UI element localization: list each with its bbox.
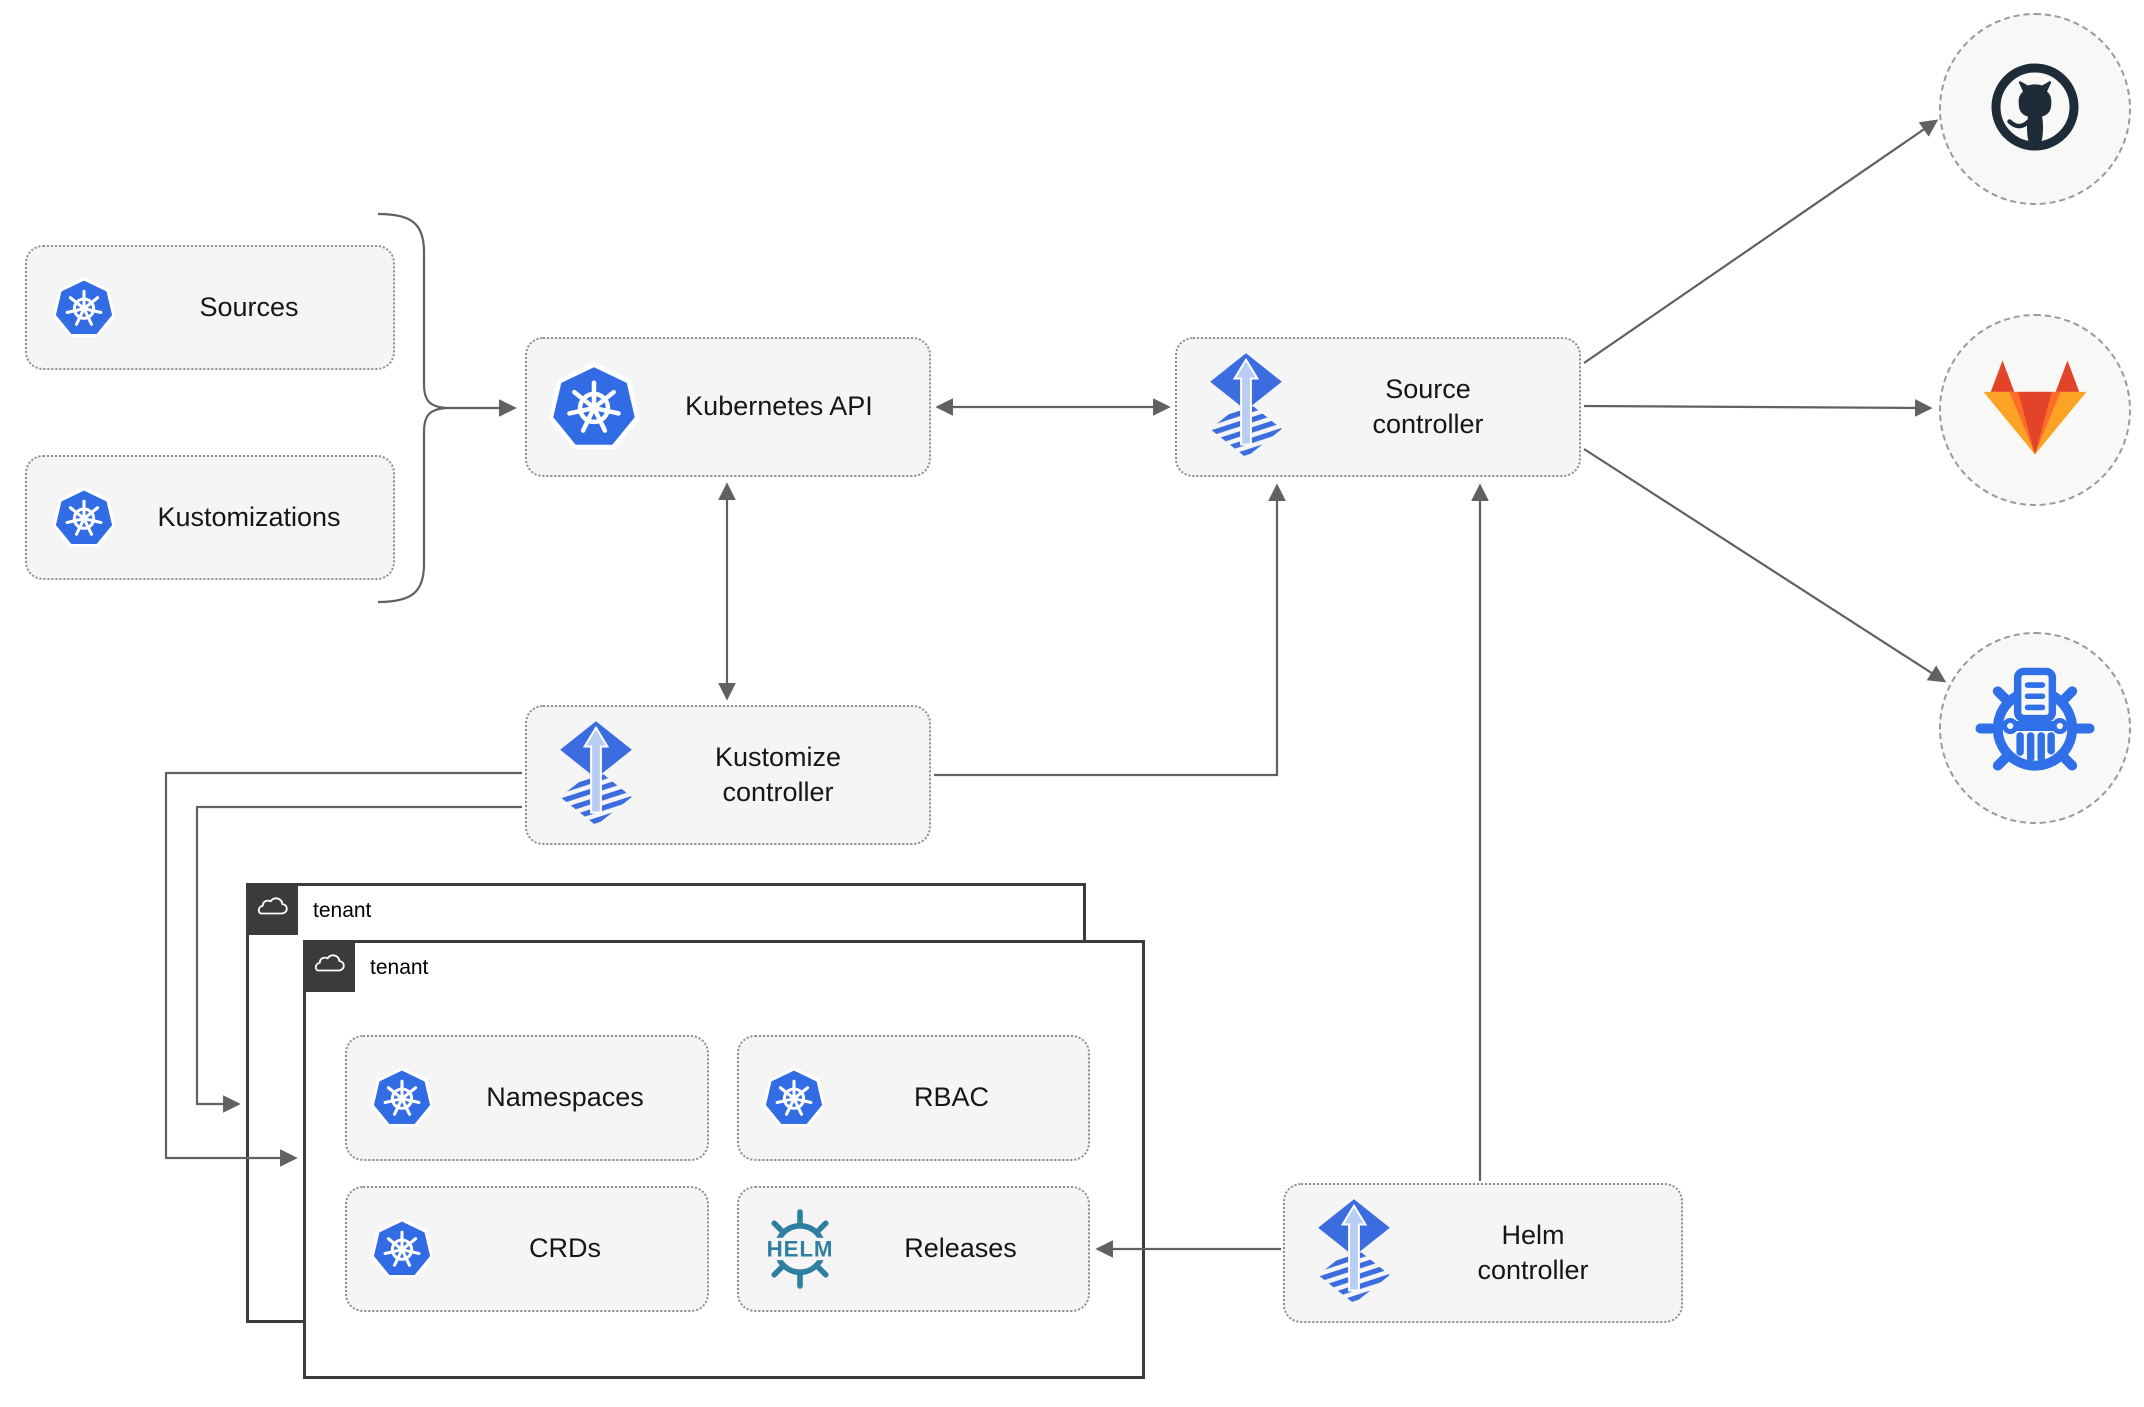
cloud-icon [255, 894, 289, 925]
helm-logo-icon: HELM [757, 1206, 843, 1292]
kubernetes-icon [371, 1218, 433, 1280]
kubernetes-icon [371, 1067, 433, 1129]
node-source-controller: Source controller [1175, 337, 1581, 477]
node-label: Releases [904, 1233, 1017, 1264]
helm-wordmark: HELM [767, 1237, 834, 1262]
node-kustomizations: Kustomizations [25, 455, 395, 580]
node-releases: HELM Releases [737, 1186, 1090, 1312]
node-label: Namespaces [486, 1082, 644, 1113]
github-icon [1985, 57, 2085, 162]
arrow-kustomize-controller-to-source-controller [934, 483, 1286, 777]
flux-icon [1313, 1196, 1395, 1310]
kubernetes-icon [53, 486, 115, 549]
helm-repository-endpoint [1939, 632, 2131, 824]
node-kubernetes-api: Kubernetes API [525, 337, 931, 477]
node-rbac: RBAC [737, 1035, 1090, 1161]
node-kustomize-controller: Kustomize controller [525, 705, 931, 845]
node-helm-controller: Helm controller [1283, 1183, 1683, 1323]
kubernetes-icon [53, 276, 115, 339]
github-endpoint [1939, 13, 2131, 205]
gitlab-icon [1979, 356, 2091, 464]
node-label: Kubernetes API [685, 391, 873, 422]
node-label: Kustomizations [157, 501, 341, 532]
node-sources: Sources [25, 245, 395, 370]
flux-icon [555, 718, 637, 832]
node-label: Sources [199, 291, 299, 322]
tenant-label: tenant [370, 956, 429, 979]
node-crds: CRDs [345, 1186, 709, 1312]
node-label: CRDs [529, 1233, 601, 1264]
gitlab-endpoint [1939, 314, 2131, 506]
kubernetes-icon [763, 1067, 825, 1129]
node-namespaces: Namespaces [345, 1035, 709, 1161]
tenant-label: tenant [313, 899, 372, 922]
node-label: RBAC [913, 1082, 989, 1113]
arrow-source-controller-to-gitlab [1583, 399, 1933, 417]
tenant-tab [303, 940, 355, 992]
kubernetes-icon [549, 362, 639, 452]
node-label: Kustomize controller [714, 741, 842, 807]
helm-repository-icon [1973, 664, 2097, 793]
node-label: Helm controller [1477, 1219, 1589, 1285]
arrow-source-controller-to-helm-repository [1583, 448, 1947, 683]
arrow-source-controller-to-github [1583, 119, 1939, 364]
cloud-icon [312, 951, 346, 982]
flux-icon [1205, 350, 1287, 464]
node-label: Source controller [1372, 373, 1484, 439]
tenant-tab [246, 883, 298, 935]
